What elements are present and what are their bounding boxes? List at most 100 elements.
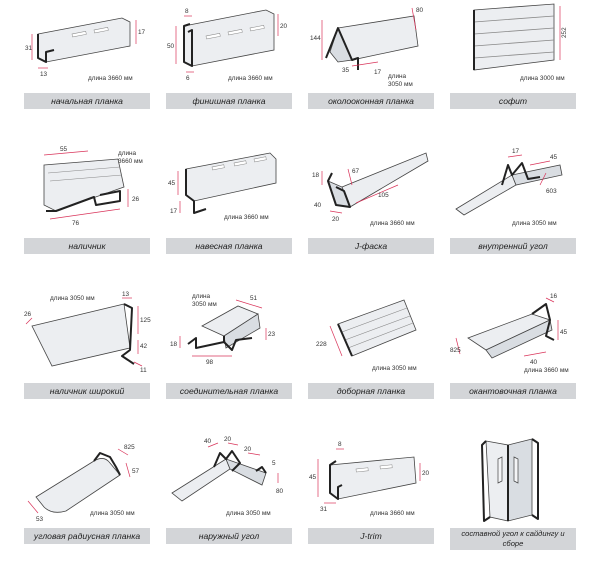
dim-label: длина 3050 мм [512,220,557,227]
dim-label: 51 [250,295,258,302]
dim-label: длина [118,150,137,157]
architrave-drawing: 55 длина 3660 мм 26 76 [43,146,143,227]
dim-label: 8 [185,8,189,15]
joining-strip-drawing: длина 3050 мм 51 23 18 98 [170,293,276,366]
item-caption: J-фаска [308,238,434,254]
dim-label: 80 [276,488,284,495]
item-caption: J-trim [308,528,434,544]
dim-label: 252 [561,27,568,38]
dim-label: 98 [206,359,214,366]
dim-label: длина 3050 мм [226,510,271,517]
window-strip-drawing: 144 80 35 17 длина 3050 мм [310,7,424,88]
dim-label: 20 [244,446,252,453]
dim-label: 50 [167,43,175,50]
dim-label: длина [192,293,211,300]
dim-label: 55 [60,146,68,153]
dim-label: 23 [268,331,276,338]
edging-strip-drawing: 16 825 45 40 длина 3660 мм [450,293,569,374]
dim-label: 17 [138,29,146,36]
item-caption: начальная планка [24,93,150,109]
dim-label: длина 3660 мм [370,220,415,227]
dim-label: 17 [170,208,178,215]
item-architrave: 55 длина 3660 мм 26 76 наличник [24,145,150,290]
item-caption: софит [450,93,576,109]
product-grid: 31 17 13 длина 3660 мм начальная планка … [24,0,576,580]
item-inner-corner: 17 45 603 длина 3050 мм внутренний угол [450,145,576,290]
dim-label: 13 [122,291,130,298]
starter-strip-drawing: 31 17 13 длина 3660 мм [25,17,146,82]
item-caption: внутренний угол [450,238,576,254]
item-caption: окантовочная планка [450,383,576,399]
dim-label: 6 [186,75,190,82]
dim-label: 13 [40,71,48,78]
dim-label: 31 [320,506,328,513]
dim-label: 825 [450,347,461,354]
dim-label: длина 3660 мм [524,367,569,374]
dim-label: длина 3050 мм [372,365,417,372]
dim-label: 228 [316,341,327,348]
dim-label: длина 3050 мм [90,510,135,517]
item-wide-architrave: длина 3050 мм 13 26 125 42 11 наличник ш… [24,290,151,435]
item-edging-strip: 16 825 45 40 длина 3660 мм окантовочная … [450,290,576,435]
item-j-trim: 8 45 20 31 длина 3660 мм J-trim [308,435,434,580]
dim-label: 67 [352,168,360,175]
dim-label: 80 [416,7,424,14]
dim-label: 18 [312,172,320,179]
dim-label: 20 [332,216,340,223]
item-hanging-strip: 45 17 длина 3660 мм навесная планка [166,145,292,290]
dim-label: 26 [24,311,32,318]
item-composite-corner: составной угол к сайдингу и сборе [450,435,576,580]
item-soffit: 252 длина 3000 мм софит [450,0,576,145]
dim-label: 3050 мм [192,301,217,308]
item-radius-corner: 825 57 53 длина 3050 мм угловая радиусна… [24,435,150,580]
item-caption: доборная планка [308,383,434,399]
wide-architrave-drawing: длина 3050 мм 13 26 125 42 11 [24,291,151,374]
dim-label: 40 [314,202,322,209]
dim-label: 17 [374,69,382,76]
dim-label: 35 [342,67,350,74]
dim-label: 45 [168,180,176,187]
dim-label: длина 3660 мм [370,510,415,517]
dim-label: 144 [310,35,321,42]
item-extension-strip: 228 длина 3050 мм доборная планка [308,290,434,435]
item-caption: финишная планка [166,93,292,109]
item-caption: угловая радиусная планка [24,528,150,544]
item-outer-corner: 40 20 20 5 80 длина 3050 мм наружный уго… [166,435,292,580]
item-starter-strip: 31 17 13 длина 3660 мм начальная планка [24,0,150,145]
item-caption: наружный угол [166,528,292,544]
dim-label: 53 [36,516,44,523]
item-caption: соединительная планка [166,383,292,399]
item-joining-strip: длина 3050 мм 51 23 18 98 соединительная… [166,290,292,435]
item-window-strip: 144 80 35 17 длина 3050 мм околооконная … [308,0,434,145]
item-caption: околооконная планка [308,93,434,109]
dim-label: 11 [140,367,147,374]
dim-label: 45 [550,154,558,161]
item-j-chamfer: 18 67 40 20 105 длина 3660 мм J-фаска [308,145,434,290]
dim-label: 17 [512,148,520,155]
dim-label: длина 3660 мм [228,75,273,82]
composite-corner-drawing [481,438,539,522]
dim-label: 45 [560,329,568,336]
dim-label: длина 3660 мм [224,214,269,221]
dim-label: 20 [280,23,288,30]
item-finish-strip: 8 50 20 6 длина 3660 мм финишная планка [166,0,292,145]
dim-label: 18 [170,341,178,348]
dim-label: 20 [422,470,430,477]
item-caption: наличник [24,238,150,254]
dim-label: 105 [378,192,389,199]
finish-strip-drawing: 8 50 20 6 длина 3660 мм [167,8,288,82]
dim-label: 8 [338,441,342,448]
item-caption: наличник широкий [24,383,150,399]
dim-label: 20 [224,436,232,443]
inner-corner-drawing: 17 45 603 длина 3050 мм [455,148,563,227]
dim-label: длина [388,73,407,80]
dim-label: 57 [132,468,140,475]
dim-label: 76 [72,220,80,227]
dim-label: 603 [546,188,557,195]
j-chamfer-drawing: 18 67 40 20 105 длина 3660 мм [312,152,429,227]
dim-label: 16 [550,293,558,300]
dim-label: 45 [309,474,317,481]
dim-label: 3050 мм [388,81,413,88]
j-trim-drawing: 8 45 20 31 длина 3660 мм [309,441,430,517]
dim-label: длина 3050 мм [50,295,95,302]
